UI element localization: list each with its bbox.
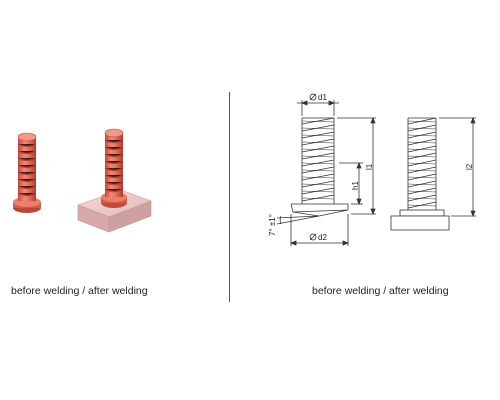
label-d2: d2 bbox=[318, 233, 327, 242]
diameter-symbol-d1 bbox=[309, 93, 317, 101]
right-caption: before welding / after welding bbox=[312, 285, 449, 297]
technical-drawing-panel: d1 d2 h1 l1 l2 7° ±1° before welding / a… bbox=[231, 0, 500, 400]
diameter-symbol-d2 bbox=[309, 233, 317, 241]
stud-after-welding bbox=[77, 128, 152, 233]
label-l2: l2 bbox=[465, 163, 474, 170]
rendered-studs-panel: before welding / after welding bbox=[0, 0, 228, 400]
stud-before-welding bbox=[13, 132, 41, 213]
label-d1: d1 bbox=[318, 93, 327, 102]
panel-divider bbox=[229, 92, 230, 302]
label-angle: 7° ±1° bbox=[268, 214, 277, 236]
label-h1: h1 bbox=[351, 181, 360, 190]
left-caption: before welding / after welding bbox=[11, 285, 148, 297]
stud-drawing-after bbox=[390, 117, 450, 231]
stud-drawing-before bbox=[290, 117, 349, 217]
rendered-studs-illustration bbox=[13, 128, 152, 233]
technical-drawing: d1 d2 h1 l1 l2 7° ±1° bbox=[268, 93, 476, 246]
label-l1: l1 bbox=[365, 163, 374, 170]
